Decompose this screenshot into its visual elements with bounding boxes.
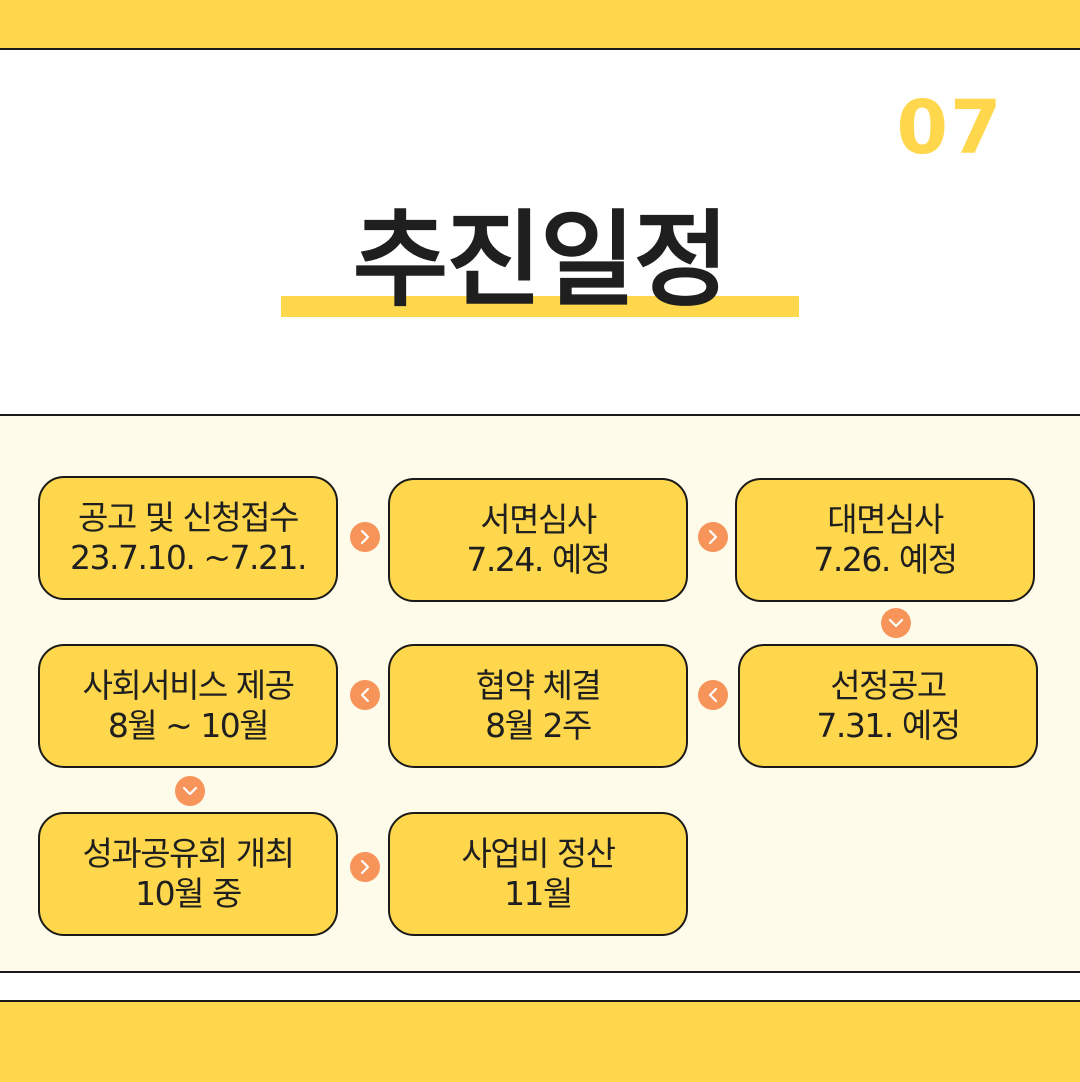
- chevron-right-icon: [698, 522, 728, 552]
- page-number: 07: [896, 85, 1004, 171]
- step-title: 사회서비스 제공: [82, 666, 295, 705]
- step-title: 서면심사: [480, 500, 597, 539]
- top-band: [0, 0, 1080, 50]
- schedule-panel: 공고 및 신청접수 23.7.10. ~7.21. 서면심사 7.24. 예정 …: [0, 414, 1080, 973]
- step-date: 7.31. 예정: [816, 706, 961, 745]
- chevron-left-icon: [350, 680, 380, 710]
- step-budget-settlement: 사업비 정산 11월: [388, 812, 688, 936]
- step-social-service: 사회서비스 제공 8월 ~ 10월: [38, 644, 338, 768]
- step-date: 7.24. 예정: [466, 540, 611, 579]
- step-selection-notice: 선정공고 7.31. 예정: [738, 644, 1038, 768]
- chevron-down-icon: [175, 776, 205, 806]
- step-application: 공고 및 신청접수 23.7.10. ~7.21.: [38, 476, 338, 600]
- step-title: 성과공유회 개최: [82, 834, 295, 873]
- chevron-right-icon: [350, 522, 380, 552]
- bottom-band: [0, 1000, 1080, 1082]
- step-date: 7.26. 예정: [813, 540, 958, 579]
- step-title: 선정공고: [830, 666, 947, 705]
- chevron-down-icon: [881, 608, 911, 638]
- step-date: 10월 중: [135, 874, 242, 913]
- step-interview-review: 대면심사 7.26. 예정: [735, 478, 1035, 602]
- step-title: 협약 체결: [475, 666, 602, 705]
- step-date: 11월: [504, 874, 573, 913]
- page-title: 추진일정: [352, 199, 730, 321]
- step-title: 사업비 정산: [461, 834, 616, 873]
- step-title: 공고 및 신청접수: [78, 498, 300, 537]
- chevron-right-icon: [350, 852, 380, 882]
- step-date: 8월 2주: [485, 706, 592, 745]
- step-title: 대면심사: [827, 500, 944, 539]
- chevron-left-icon: [698, 680, 728, 710]
- title-underline: [281, 296, 799, 317]
- step-results-sharing: 성과공유회 개최 10월 중: [38, 812, 338, 936]
- step-agreement: 협약 체결 8월 2주: [388, 644, 688, 768]
- step-date: 8월 ~ 10월: [107, 706, 270, 745]
- step-document-review: 서면심사 7.24. 예정: [388, 478, 688, 602]
- step-date: 23.7.10. ~7.21.: [69, 538, 308, 577]
